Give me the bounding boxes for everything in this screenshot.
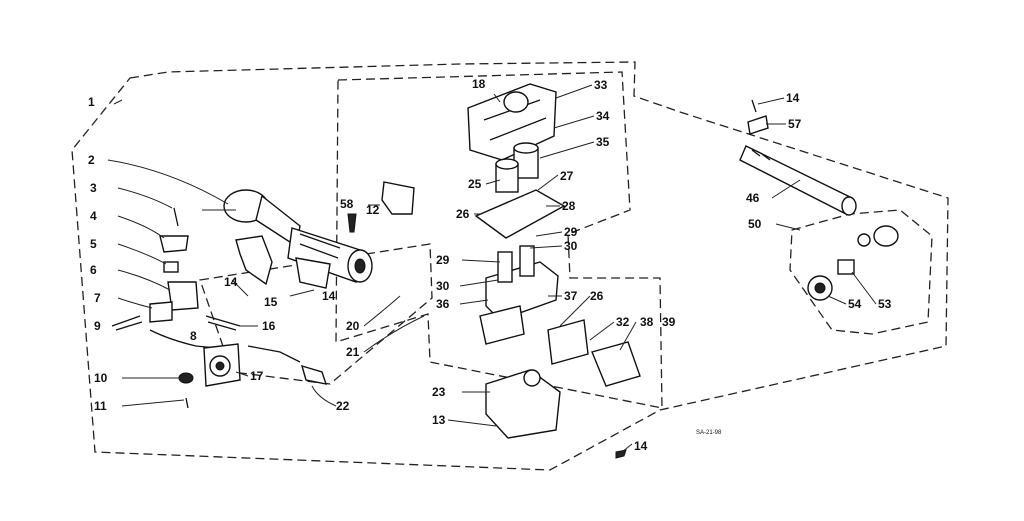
callout-53: 53 (878, 297, 892, 311)
clip-part-4 (159, 235, 189, 253)
callout-15: 15 (264, 295, 278, 309)
callout-57: 57 (788, 117, 802, 131)
callout-22: 22 (336, 399, 350, 413)
callout-32: 32 (616, 315, 630, 329)
screw-part-58 (347, 213, 357, 233)
wire-part-8 (149, 329, 237, 351)
screw-part-14-top (751, 99, 757, 113)
solenoid-part-32 (547, 319, 589, 365)
callout-labels: 1 2 3 4 5 6 7 8 9 10 11 12 13 14 14 14 1… (88, 77, 892, 453)
callout-13: 13 (432, 413, 446, 427)
callout-46: 46 (746, 191, 760, 205)
bracket-part-5 (163, 261, 179, 273)
cover-part-39 (591, 341, 641, 387)
callout-33: 33 (594, 78, 608, 92)
callout-2: 2 (88, 153, 95, 167)
terminal-part-7 (149, 301, 173, 323)
mounting-bracket (235, 235, 273, 286)
callout-54: 54 (848, 297, 862, 311)
main-assembly-boundary (71, 61, 949, 471)
callout-36: 36 (436, 297, 450, 311)
callout-26-lower: 26 (590, 289, 604, 303)
callout-30-right: 30 (564, 239, 578, 253)
pilot-subassembly-boundary (789, 209, 933, 335)
burner-clip (295, 257, 331, 289)
callout-28: 28 (562, 199, 576, 213)
callout-7: 7 (94, 291, 101, 305)
callout-6: 6 (90, 263, 97, 277)
callout-17: 17 (250, 369, 264, 383)
valve-assembly-boundary (335, 71, 663, 409)
callout-26-upper: 26 (456, 207, 470, 221)
solenoid-coils (495, 142, 539, 193)
screw-part-14-bottom (615, 449, 627, 459)
callout-20: 20 (346, 319, 360, 333)
callout-5: 5 (90, 237, 97, 251)
valve-body (479, 245, 559, 345)
callout-37: 37 (564, 289, 578, 303)
callout-3: 3 (90, 181, 97, 195)
fitting-part-22 (300, 364, 328, 385)
callout-58: 58 (340, 197, 354, 211)
gas-tube (739, 145, 857, 216)
screw-part-11 (185, 397, 189, 409)
callout-23: 23 (432, 385, 446, 399)
leader-lines (107, 84, 877, 453)
pilot-fittings (807, 225, 899, 301)
callout-29-left: 29 (436, 253, 450, 267)
callout-14-bottom: 14 (634, 439, 648, 453)
callout-29-right: 29 (564, 225, 578, 239)
callout-35: 35 (596, 135, 610, 149)
callout-9: 9 (94, 319, 101, 333)
callout-14-top: 14 (786, 91, 800, 105)
nut-part-10 (178, 372, 194, 384)
ignitor-module (203, 343, 241, 387)
callout-25: 25 (468, 177, 482, 191)
callout-12: 12 (366, 203, 380, 217)
burner-tube (223, 189, 373, 283)
callout-14-left: 14 (224, 275, 238, 289)
callout-14-burner: 14 (322, 289, 336, 303)
parts (111, 83, 899, 459)
callout-39: 39 (662, 315, 676, 329)
tubing-part-21 (247, 345, 301, 363)
drawing-number: SA-21-98 (696, 430, 722, 436)
plate-part-12 (381, 181, 415, 215)
callout-8: 8 (190, 329, 197, 343)
callout-18: 18 (472, 77, 486, 91)
callout-21: 21 (346, 345, 360, 359)
callout-4: 4 (90, 209, 97, 223)
gasket-plate (474, 189, 566, 239)
callout-10: 10 (94, 371, 108, 385)
callout-34: 34 (596, 109, 610, 123)
switch-part-6 (167, 281, 199, 311)
callout-38: 38 (640, 315, 654, 329)
callout-27: 27 (560, 169, 574, 183)
callout-11: 11 (94, 399, 107, 413)
callout-30-left: 30 (436, 279, 450, 293)
callout-16: 16 (262, 319, 276, 333)
valve-cover (467, 83, 557, 161)
electrode-part-16 (205, 315, 241, 331)
base-bracket (485, 369, 561, 439)
callout-50: 50 (748, 217, 762, 231)
callout-1: 1 (88, 95, 95, 109)
screws-part-9 (111, 315, 143, 331)
clamp-part-57 (747, 115, 769, 135)
screw-part-3 (173, 207, 179, 227)
